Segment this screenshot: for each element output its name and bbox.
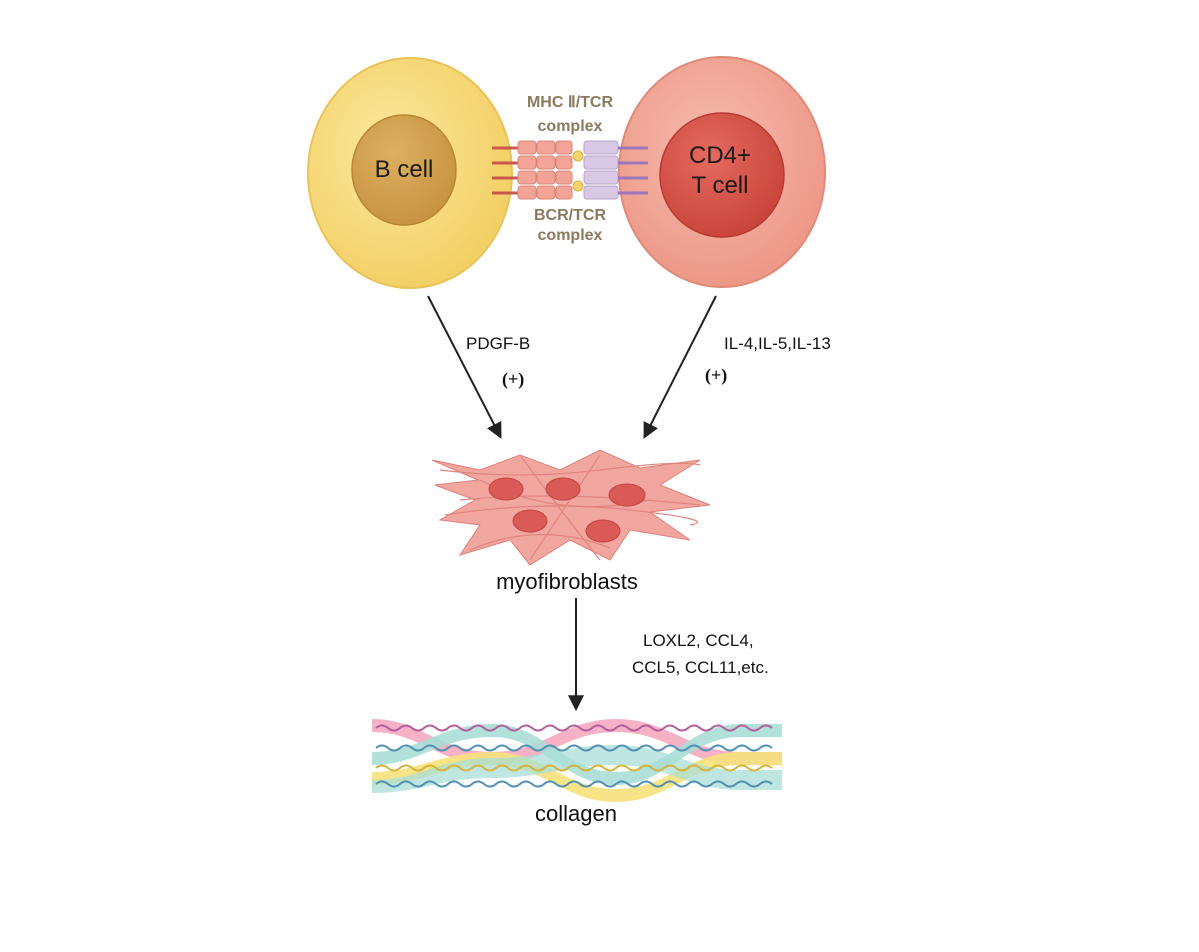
collagen-label: collagen bbox=[535, 801, 617, 826]
complex-bottom-line1: BCR/TCR bbox=[534, 207, 606, 224]
complex-top-line1: MHC Ⅱ/TCR bbox=[527, 94, 614, 111]
complex-top-line2: complex bbox=[538, 118, 603, 135]
t-cell-nucleus bbox=[659, 112, 785, 238]
secreted-factors-line1: LOXL2, CCL4, bbox=[643, 631, 754, 650]
il-label: IL-4,IL-5,IL-13 bbox=[724, 334, 831, 353]
tcr-blocks bbox=[583, 140, 619, 200]
b-cell-label: B cell bbox=[375, 156, 434, 183]
t-cell-label-line2: T cell bbox=[692, 172, 749, 199]
collagen-illustration bbox=[372, 719, 782, 802]
t-cell: CD4+ T cell bbox=[618, 56, 826, 288]
secreted-factors-line2: CCL5, CCL11,etc. bbox=[632, 658, 769, 677]
b-cell-nucleus bbox=[351, 114, 457, 226]
arrow-t-to-myofibroblasts bbox=[643, 295, 717, 439]
mhc-blocks bbox=[517, 140, 573, 200]
arrow-b-to-myofibroblasts bbox=[427, 295, 502, 439]
il-sign: (+) bbox=[705, 365, 727, 386]
t-side-receptors bbox=[618, 146, 648, 195]
pdgf-b-label: PDGF-B bbox=[466, 334, 530, 353]
myofibroblasts-label: myofibroblasts bbox=[496, 569, 638, 594]
myofibroblast-nuclei bbox=[488, 477, 646, 543]
t-cell-label-line1: CD4+ bbox=[689, 142, 751, 169]
antigen-dots bbox=[572, 150, 584, 192]
pdgf-b-sign: (+) bbox=[502, 369, 524, 390]
complex-bottom-line2: complex bbox=[538, 227, 603, 244]
receptor-complex: MHC Ⅱ/TCR complex BCR/TCR complex bbox=[492, 94, 648, 244]
b-cell: B cell bbox=[307, 57, 513, 289]
myofibroblasts-illustration bbox=[431, 449, 711, 566]
b-side-receptors bbox=[492, 146, 520, 195]
